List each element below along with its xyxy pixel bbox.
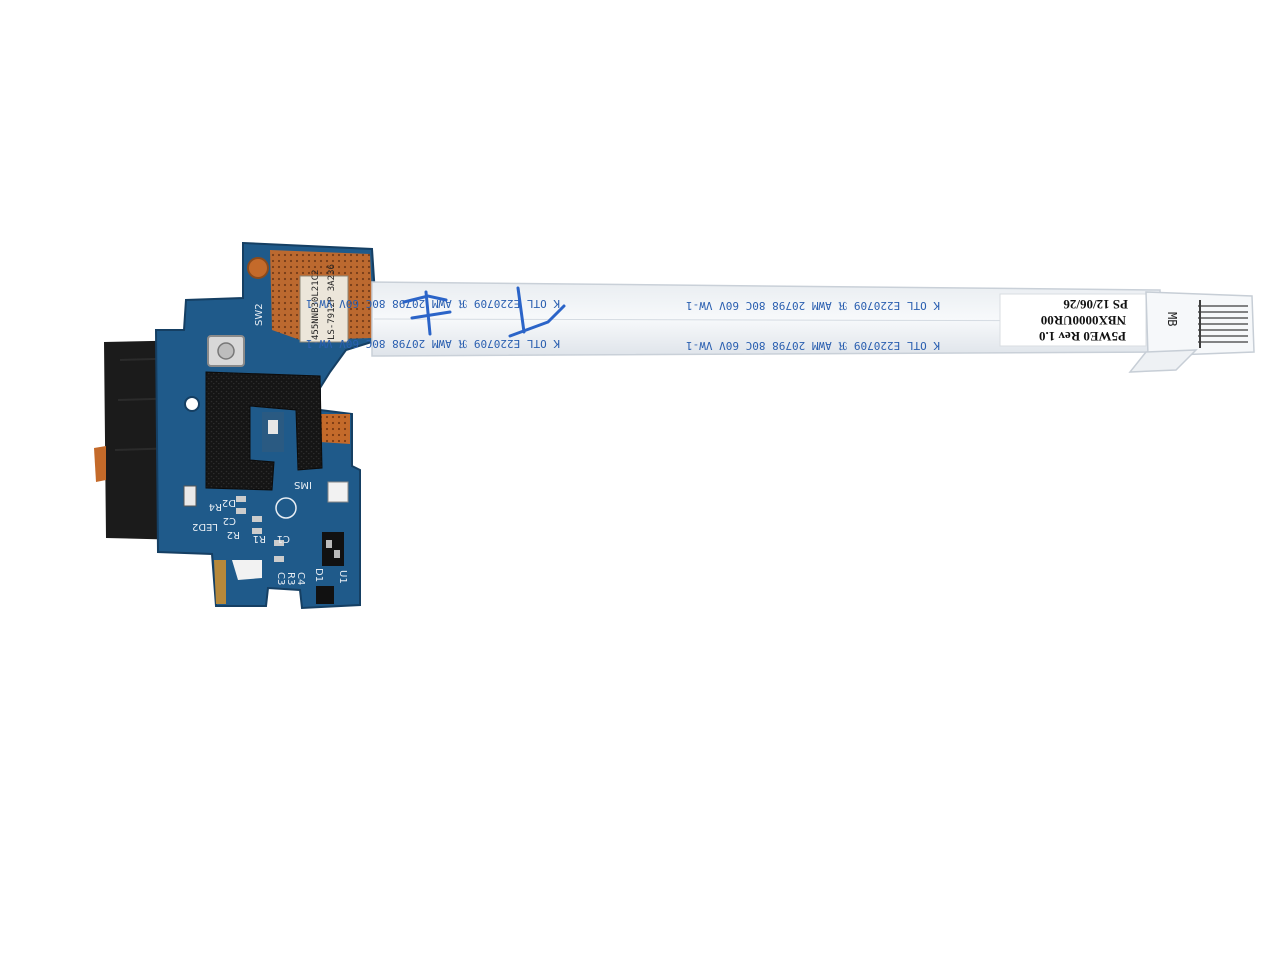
ribbon-print-top-2: K OTL E220709 ℜ AWM 20798 80C 60V VW-1 [686, 299, 940, 312]
silk-c2: C2 [223, 515, 236, 526]
silk-r2: R2 [227, 529, 240, 540]
connector-label-mb: MB [1165, 312, 1179, 326]
silk-ims: IMS [294, 479, 312, 490]
ribbon-print-bottom: K OTL E220709 ℜ AWM 20798 80C 60V VW-1 [306, 337, 560, 350]
ribbon-sticker-line1: PS 12/06/26 [1063, 297, 1128, 312]
board-label-sticker: 455NNB30L21C2 LS-7912P 3A236 [299, 264, 349, 343]
ribbon-connector-end: MB [1128, 291, 1255, 373]
silk-r1: R1 [253, 533, 266, 544]
silk-d2: D2 [222, 497, 236, 508]
silk-u1: U1 [337, 570, 348, 584]
ribbon-sticker-line3: P5WE0 Rev 1.0 [1039, 329, 1126, 344]
silk-r3: R3 [285, 572, 296, 585]
ribbon-print-bottom-2: K OTL E220709 ℜ AWM 20798 80C 60V VW-1 [686, 339, 940, 352]
foam-pad [205, 371, 323, 491]
ribbon-print-top: K OTL E220709 ℜ AWM 20798 80C 60V VW-1 [306, 297, 560, 310]
silkscreen-labels: IMS R4 D2 LED2 C2 R2 R1 C1 C3 R3 C4 D1 U… [192, 479, 348, 585]
sticker-line1: 455NNB30L21C2 [311, 270, 321, 340]
power-switch [207, 335, 245, 367]
silk-led2: LED2 [192, 521, 218, 532]
pen-marks [402, 286, 566, 338]
ribbon-cable: K OTL E220709 ℜ AWM 20798 80C 60V VW-1 K… [306, 281, 1163, 357]
silk-sw2: SW2 [254, 303, 265, 326]
smd-components [183, 481, 349, 604]
ribbon-sticker: PS 12/06/26 NBX0000UR00 P5WE0 Rev 1.0 [999, 293, 1147, 347]
silk-d1: D1 [313, 568, 324, 582]
silk-c3: C3 [275, 572, 286, 585]
silk-r4: R4 [209, 501, 222, 512]
sticker-line2: LS-7912P 3A236 [327, 264, 337, 340]
silk-c1: C1 [277, 533, 290, 544]
silk-c4: C4 [295, 572, 306, 585]
ribbon-sticker-line2: NBX0000UR00 [1041, 313, 1126, 328]
